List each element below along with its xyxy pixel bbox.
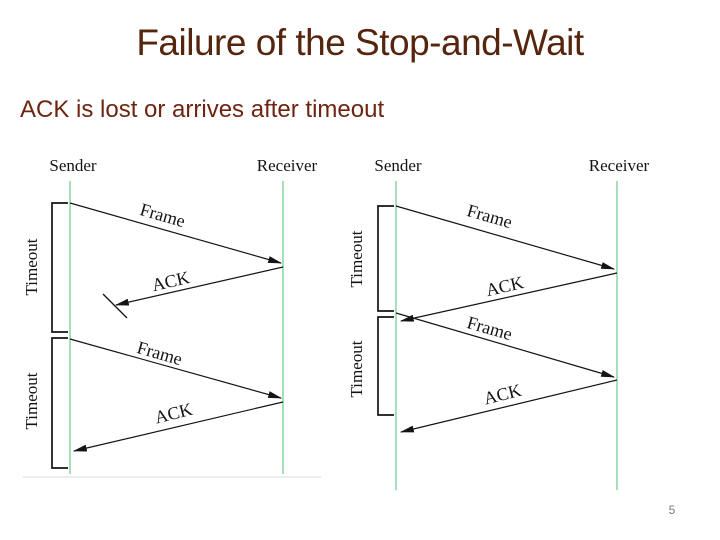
frame-label-1: Frame — [138, 199, 188, 231]
ack-arrow-1 — [399, 272, 618, 322]
frame-label-2: Frame — [465, 312, 515, 344]
frame-arrow-2 — [69, 338, 283, 399]
diagram-ack-delayed: Sender Receiver Timeout Frame ACK Timeou… — [347, 156, 650, 490]
timeout-label-2: Timeout — [22, 372, 41, 429]
sender-label: Sender — [374, 156, 422, 175]
frame-label-1: Frame — [465, 200, 515, 232]
timeout-label-1: Timeout — [22, 238, 41, 295]
timeout-bracket-2 — [51, 337, 68, 469]
ack-label-1: ACK — [484, 272, 526, 300]
page-number: 5 — [668, 503, 676, 517]
ack-label-1: ACK — [150, 267, 192, 295]
ack-arrow-2 — [72, 401, 284, 452]
ack-lost-x-mark — [102, 293, 128, 319]
timeout-bracket-1 — [377, 205, 394, 312]
ack-label-2: ACK — [153, 399, 195, 428]
receiver-label: Receiver — [257, 156, 318, 175]
timeout-label-1: Timeout — [347, 230, 366, 287]
frame-arrow-1 — [395, 205, 616, 270]
frame-arrow-2 — [395, 312, 616, 378]
receiver-label: Receiver — [589, 156, 650, 175]
ack-arrow-1 — [114, 266, 284, 306]
slide-subtitle: ACK is lost or arrives after timeout — [20, 96, 385, 123]
timeout-label-2: Timeout — [347, 340, 366, 397]
diagram-ack-lost: Sender Receiver Timeout Frame ACK Timeou… — [22, 156, 321, 478]
ack-arrow-2 — [399, 379, 618, 433]
timeout-bracket-1 — [51, 202, 68, 333]
slide-title: Failure of the Stop-and-Wait — [136, 22, 584, 63]
sender-label: Sender — [49, 156, 97, 175]
frame-arrow-1 — [69, 202, 283, 264]
timeout-bracket-2 — [377, 316, 394, 416]
